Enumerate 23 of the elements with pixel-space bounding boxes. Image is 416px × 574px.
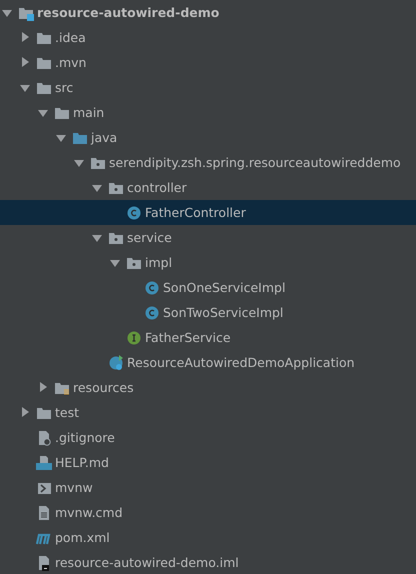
tree-item-label: serendipity.zsh.spring.resourceautowireddemo — [109, 154, 401, 171]
tree-item-label: pom.xml — [55, 529, 110, 546]
tree-item-label: resource-autowired-demo.iml — [55, 554, 239, 571]
tree-item-label: resources — [73, 379, 134, 396]
tree-item-label: impl — [145, 254, 172, 271]
tree-item-label: .gitignore — [55, 429, 115, 446]
project-name: resource-autowired-demo — [37, 4, 220, 21]
tree-item-label: src — [55, 79, 74, 96]
tree-item-label: FatherController — [145, 204, 246, 221]
tree-item-label: test — [55, 404, 80, 421]
tree-item-label: .mvn — [55, 54, 86, 71]
tree-item-label: service — [127, 229, 172, 246]
tree-item-label: main — [73, 104, 104, 121]
tree-item-label: mvnw.cmd — [55, 504, 123, 521]
tree-item-label: HELP.md — [55, 454, 109, 471]
tree-item-label: SonTwoServiceImpl — [163, 304, 284, 321]
tree-item-label: SonOneServiceImpl — [163, 279, 286, 296]
tree-item-label: FatherService — [145, 329, 231, 346]
tree-item-label: .idea — [55, 29, 86, 46]
tree-item-label: controller — [127, 179, 187, 196]
tree-item-label: java — [91, 129, 118, 146]
tree-item-label: mvnw — [55, 479, 93, 496]
tree-item-label: ResourceAutowiredDemoApplication — [127, 354, 355, 371]
